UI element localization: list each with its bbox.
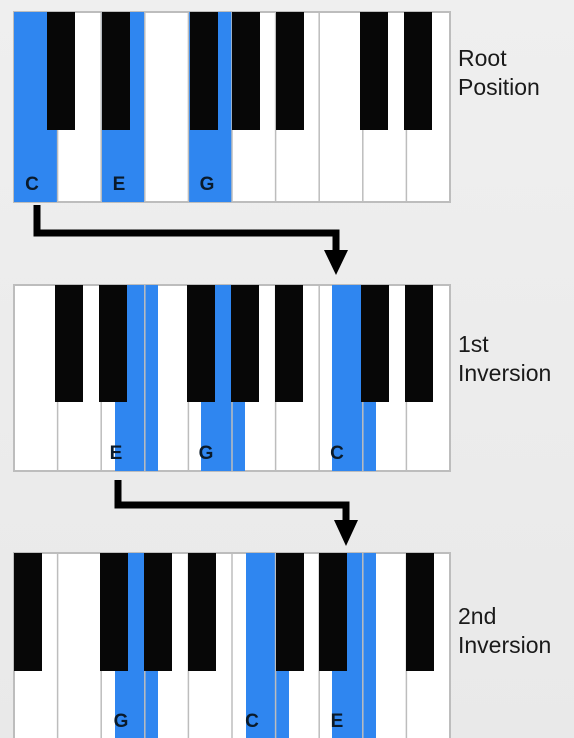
note-label: C	[245, 711, 259, 732]
caption-second-inversion: 2nd Inversion	[458, 602, 574, 660]
caption-root-position: Root Position	[458, 44, 574, 102]
black-key	[319, 553, 347, 671]
black-key	[14, 553, 42, 671]
black-key	[275, 285, 303, 402]
black-key	[231, 285, 259, 402]
caption-root-line1: Root	[458, 45, 507, 71]
black-key	[47, 12, 75, 130]
black-key	[276, 12, 304, 130]
note-label: E	[110, 443, 123, 464]
note-label: G	[200, 174, 215, 195]
note-label: C	[25, 174, 39, 195]
arrow-first-to-second	[114, 480, 358, 546]
note-label: G	[114, 711, 129, 732]
black-key	[99, 285, 127, 402]
note-label: E	[331, 711, 344, 732]
black-key	[188, 553, 216, 671]
black-key	[406, 553, 434, 671]
black-key	[190, 12, 218, 130]
note-label: E	[113, 174, 126, 195]
black-key	[102, 12, 130, 130]
caption-first-inversion: 1st Inversion	[458, 330, 574, 388]
note-label: G	[199, 443, 214, 464]
black-key	[144, 553, 172, 671]
caption-second-line1: 2nd	[458, 603, 497, 629]
black-key	[276, 553, 304, 671]
black-key	[361, 285, 389, 402]
black-key	[232, 12, 260, 130]
arrow-root-to-first	[33, 205, 348, 275]
black-key	[360, 12, 388, 130]
black-key	[187, 285, 215, 402]
black-key	[404, 12, 432, 130]
caption-first-line1: 1st	[458, 331, 489, 357]
caption-second-line2: Inversion	[458, 632, 552, 658]
caption-first-line2: Inversion	[458, 360, 552, 386]
black-key	[100, 553, 128, 671]
caption-root-line2: Position	[458, 74, 540, 100]
black-key	[55, 285, 83, 402]
note-label: C	[330, 443, 344, 464]
black-key	[405, 285, 433, 402]
